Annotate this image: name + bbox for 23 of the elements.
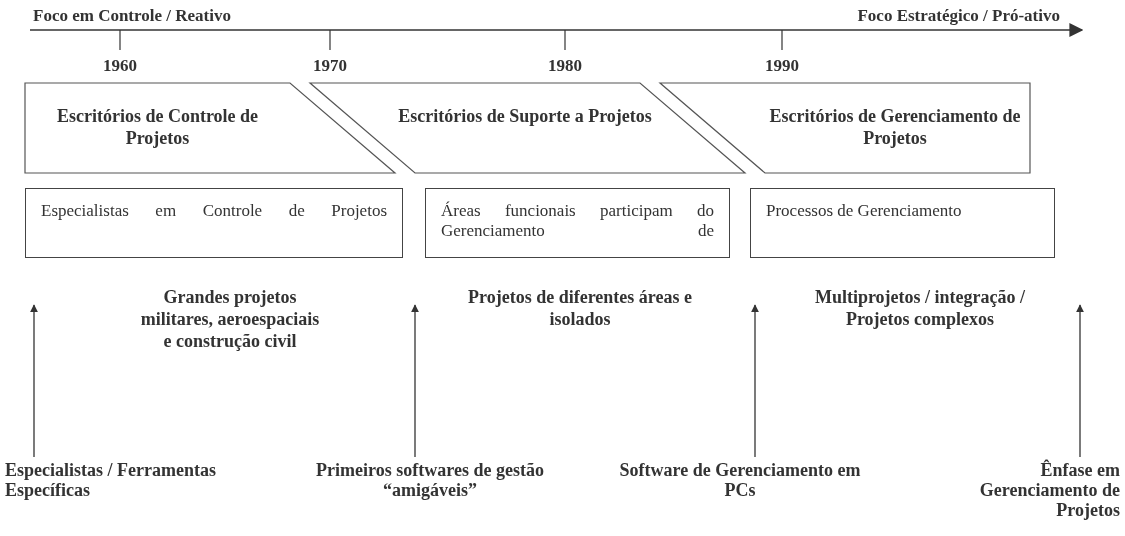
- year-label: 1970: [312, 56, 348, 75]
- year-label: 1960: [102, 56, 138, 75]
- description-box: Áreas funcionais participam do Gerenciamento de: [425, 188, 730, 258]
- arrow: [30, 304, 38, 458]
- era-description: Projetos de diferentes áreas e isolados: [467, 286, 693, 330]
- milestone-text: Software de Gerenciamento em PCs: [618, 460, 862, 500]
- axis-start-label: Foco em Controle / Reativo: [33, 6, 232, 25]
- milestone-text: Ênfase em Gerenciamento de Projetos: [978, 460, 1120, 520]
- era-title: Escritórios de Controle de Projetos: [55, 105, 260, 149]
- axis-end-label: Foco Estratégico / Pró-ativo: [856, 6, 1060, 25]
- milestone-text: Especialistas / Ferramentas Específicas: [5, 460, 217, 500]
- arrow: [751, 304, 759, 458]
- era-title: Escritórios de Gerenciamento de Projetos: [768, 105, 1022, 149]
- description-box: Processos de Gerenciamento: [750, 188, 1055, 258]
- era-title: Escritórios de Suporte a Projetos: [397, 105, 653, 127]
- era-description: Grandes projetos militares, aeroespaciais e construção civil: [139, 286, 321, 352]
- milestone-text: Primeiros softwares de gestão “amigáveis”: [315, 460, 545, 500]
- year-label: 1990: [764, 56, 800, 75]
- description-box: Especialistas em Controle de Projetos: [25, 188, 403, 258]
- arrow: [1076, 304, 1084, 458]
- era-description: Multiprojetos / integração / Projetos complexos: [813, 286, 1027, 330]
- arrow: [411, 304, 419, 458]
- year-label: 1980: [547, 56, 583, 75]
